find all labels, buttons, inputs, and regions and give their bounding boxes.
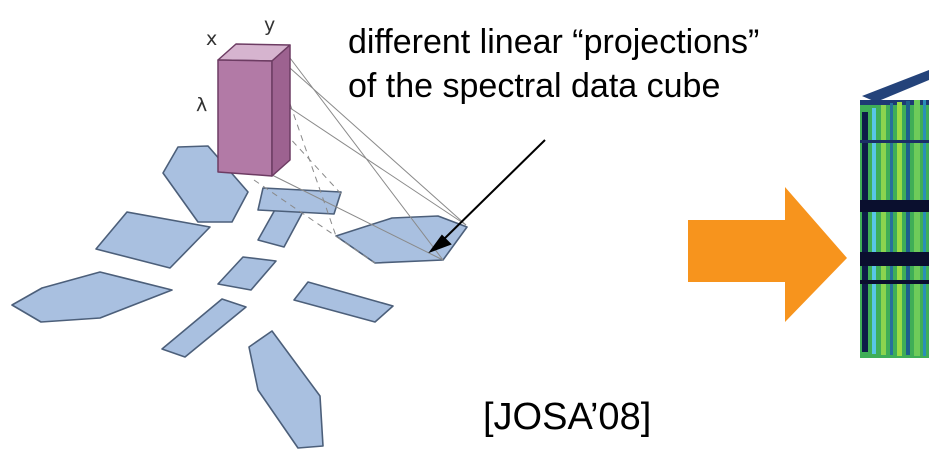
cube-side-face bbox=[271, 44, 291, 177]
cube-stripes bbox=[860, 100, 929, 356]
projection-left-slanted bbox=[95, 211, 211, 269]
projection-shapes bbox=[11, 145, 468, 449]
pointer-arrow bbox=[428, 139, 546, 254]
cube-front-face bbox=[217, 59, 273, 177]
projection-parallelogram-mid bbox=[257, 187, 342, 215]
caption-line-2: of the spectral data cube bbox=[348, 67, 721, 105]
orange-arrow-icon bbox=[688, 187, 847, 322]
projection-hexagon-top bbox=[162, 145, 249, 223]
reconstructed-cube bbox=[860, 70, 929, 358]
axis-label-lambda: λ bbox=[196, 94, 208, 116]
data-cube bbox=[217, 43, 291, 177]
projection-rect-lower-left bbox=[161, 298, 247, 358]
projection-hexagon-left bbox=[11, 271, 173, 323]
projection-rect-right bbox=[293, 281, 394, 323]
projection-center-square bbox=[217, 256, 277, 291]
axis-label-y: y bbox=[264, 14, 276, 36]
projection-hexagon-bottom bbox=[248, 330, 324, 449]
citation-label: [JOSA’08] bbox=[483, 396, 652, 438]
caption-line-1: different linear “projections” bbox=[348, 23, 760, 61]
axis-label-x: x bbox=[206, 28, 218, 50]
